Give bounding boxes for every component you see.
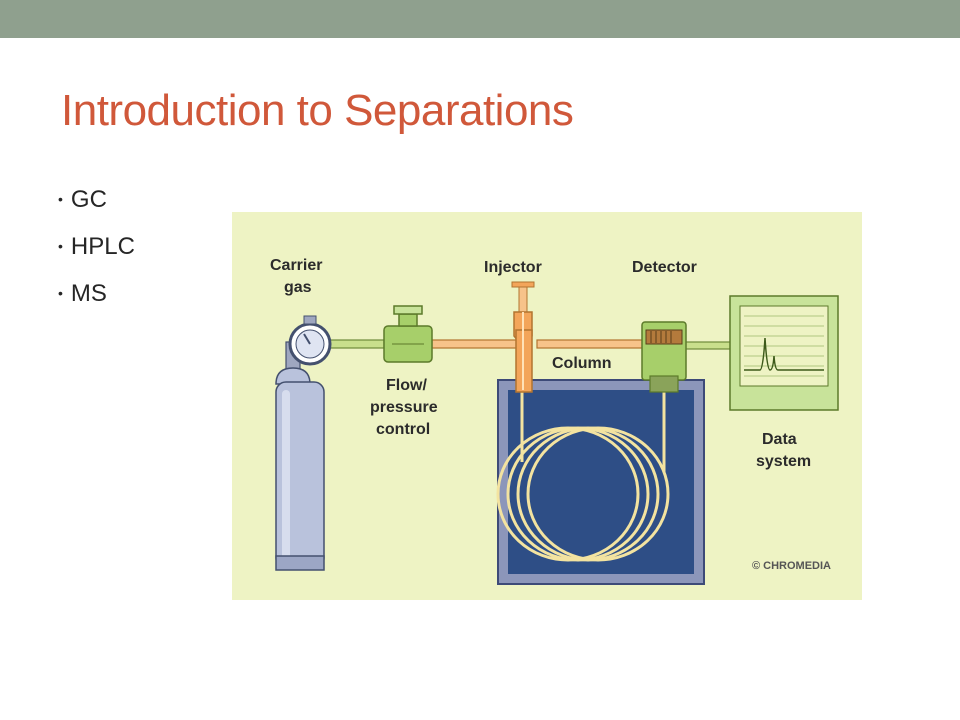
bullet-item: • GC (58, 176, 135, 223)
valve-icon (383, 305, 433, 363)
gas-cylinder-icon (275, 315, 332, 571)
column-coil-icon (496, 380, 670, 562)
bullet-text: GC (70, 186, 107, 213)
bullet-item: • MS (58, 270, 135, 317)
slide-title: Introduction to Separations (61, 86, 574, 135)
injector-label: Injector (484, 259, 542, 276)
detector-label: Detector (632, 259, 697, 276)
bullet-dot: • (58, 191, 63, 207)
bullet-dot: • (58, 238, 63, 254)
data-system-monitor-icon (729, 295, 839, 411)
column-label: Column (552, 355, 612, 372)
data-system-label: Data (762, 431, 797, 448)
bullet-text: HPLC (70, 233, 135, 260)
detector-icon (641, 321, 687, 393)
bullet-item: • HPLC (58, 223, 135, 270)
carrier-gas-label: gas (284, 279, 312, 296)
carrier-gas-label: Carrier (270, 257, 322, 274)
flow-pressure-control-label: pressure (370, 399, 438, 416)
top-bar (0, 0, 960, 38)
data-system-label: system (756, 453, 811, 470)
bullet-dot: • (58, 285, 63, 301)
flow-pressure-control-label: Flow/ (386, 377, 427, 394)
flow-pressure-control-label: control (376, 421, 430, 438)
bullet-text: MS (70, 280, 107, 307)
gc-diagram: Carrier gas Injector Detector Column Flo… (232, 212, 862, 600)
bullet-list: • GC • HPLC • MS (58, 176, 135, 317)
copyright-label: © CHROMEDIA (752, 560, 831, 572)
injector-icon (511, 281, 535, 393)
